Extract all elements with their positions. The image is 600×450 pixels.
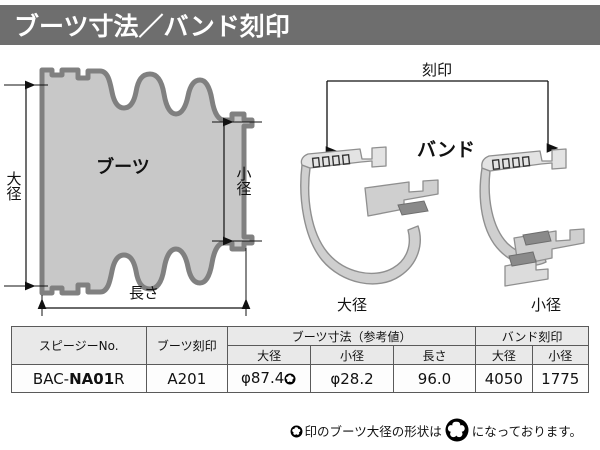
cell-boot-large: φ87.4 (227, 364, 312, 393)
band-large-label: 大径 (337, 296, 367, 314)
header-band-large: 大径 (475, 345, 533, 365)
page-title: ブーツ寸法／バンド刻印 (14, 12, 290, 41)
table-header-row-1: スピージーNo. ブーツ刻印 ブーツ寸法（参考値） バンド刻印 (11, 326, 589, 365)
header-boot-dims-group: ブーツ寸法（参考値） (227, 326, 477, 346)
boot-small-diameter-dimension: 小径 (222, 117, 253, 246)
header-boot-large: 大径 (227, 345, 312, 365)
band-large-tail (364, 179, 439, 217)
header-band-stamp-group: バンド刻印 (475, 326, 589, 346)
boot-large-diameter-label: 大径 (5, 171, 23, 201)
trilobe-circle-icon-large (445, 418, 469, 445)
footnote-text: 印のブーツ大径の形状は になっております。 (290, 418, 582, 445)
trilobe-circle-icon (284, 371, 296, 389)
header-boot-length: 長さ (392, 345, 477, 365)
band-small-illustration: 小径 (479, 148, 585, 314)
header-boot-small: 小径 (310, 345, 394, 365)
band-small-stamp-marks (491, 155, 531, 171)
boot-small-diameter-label: 小径 (235, 166, 253, 196)
boot-length-label: 長さ (129, 284, 159, 302)
boot-profile-shape (39, 67, 255, 296)
boot-large-diameter-dimension: 大径 (5, 80, 36, 291)
table-row: BAC-NA01R A201 φ87.4 (11, 364, 590, 393)
band-small-crimp-tab-lower (508, 251, 537, 267)
diagram-area: 大径 小径 長さ ブーツ 刻印 (0, 48, 600, 320)
footnote: 印のブーツ大径の形状は になっております。 (0, 418, 600, 445)
header-band-small: 小径 (531, 345, 590, 365)
band-small-crimp-tab-upper (522, 230, 552, 246)
spec-table: スピージーNo. ブーツ刻印 ブーツ寸法（参考値） バンド刻印 大径 小径 長さ… (11, 326, 590, 393)
part-no-bold: NA01 (69, 369, 115, 388)
part-no-suffix: R (114, 369, 125, 388)
footnote-text-after: になっております。 (471, 424, 582, 439)
cell-boot-length: 96.0 (392, 364, 477, 393)
stamp-callout-label: 刻印 (422, 61, 452, 79)
boot-label: ブーツ (96, 156, 150, 178)
stamp-callout: 刻印 (325, 61, 559, 156)
band-large-crimp-tab (397, 200, 429, 216)
band-main-label: バンド (417, 139, 475, 161)
cell-boot-stamp: A201 (145, 364, 229, 393)
boot-large-value: φ87.4 (240, 368, 285, 387)
title-bar: ブーツ寸法／バンド刻印 (0, 5, 600, 45)
band-large-stamp-marks (311, 153, 351, 169)
band-large-strap (300, 164, 421, 285)
trilobe-circle-icon-small (290, 425, 303, 441)
header-boot-stamp: ブーツ刻印 (145, 326, 229, 365)
cell-part-no: BAC-NA01R (11, 364, 147, 393)
boot-illustration: 大径 小径 長さ ブーツ (4, 67, 262, 316)
band-small-label: 小径 (531, 296, 561, 314)
part-no-prefix: BAC- (32, 369, 70, 388)
band-large-illustration: 大径 (300, 146, 439, 314)
spec-table-wrap: スピージーNo. ブーツ刻印 ブーツ寸法（参考値） バンド刻印 大径 小径 長さ… (11, 326, 590, 393)
boot-length-dimension: 長さ (37, 284, 251, 310)
cell-boot-small: φ28.2 (310, 364, 394, 393)
header-part-no: スピージーNo. (11, 326, 147, 365)
cell-band-large: 4050 (475, 364, 533, 393)
footnote-text-before: 印のブーツ大径の形状は (304, 424, 442, 439)
cell-band-small: 1775 (531, 364, 590, 393)
band-small-buckle (504, 259, 549, 287)
table-header-row-2: 大径 小径 長さ 大径 小径 (12, 345, 590, 365)
